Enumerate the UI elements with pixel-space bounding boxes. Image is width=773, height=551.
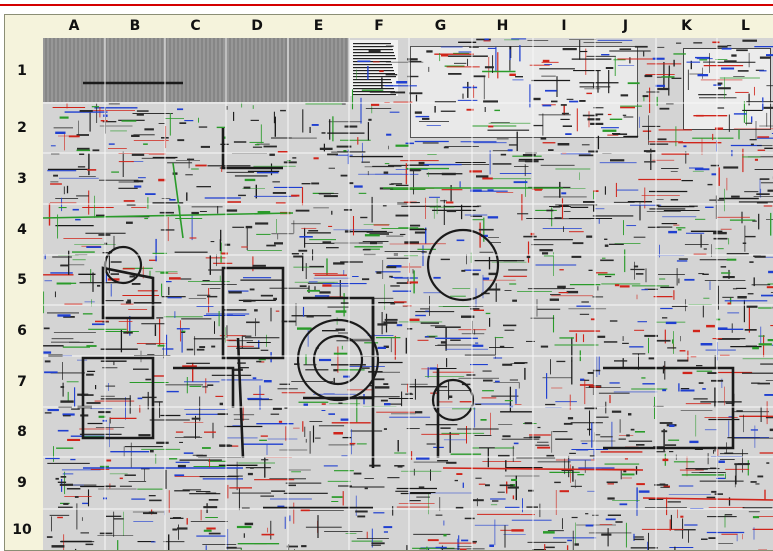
column-header-k: K	[656, 15, 717, 37]
column-header-h: H	[472, 15, 533, 37]
row-header-6: 6	[5, 305, 39, 356]
column-header-l: L	[717, 15, 773, 37]
row-header-5: 5	[5, 255, 39, 305]
row-header-8: 8	[5, 407, 39, 457]
column-header-a: A	[43, 15, 105, 37]
column-header-b: B	[105, 15, 165, 37]
row-header-2: 2	[5, 103, 39, 153]
row-header-4: 4	[5, 204, 39, 255]
metabolic-pathway-diagram[interactable]	[43, 38, 773, 550]
row-header-1: 1	[5, 38, 39, 103]
column-header-f: F	[349, 15, 409, 37]
column-header-g: G	[409, 15, 472, 37]
row-header-3: 3	[5, 153, 39, 204]
column-header-c: C	[165, 15, 226, 37]
top-red-rule	[0, 4, 773, 6]
row-header-7: 7	[5, 356, 39, 407]
column-header-j: J	[595, 15, 656, 37]
column-header-d: D	[226, 15, 288, 37]
column-header-i: I	[533, 15, 595, 37]
row-header-10: 10	[5, 509, 39, 550]
pathway-network	[43, 38, 773, 550]
row-header-9: 9	[5, 457, 39, 509]
column-header-e: E	[288, 15, 349, 37]
